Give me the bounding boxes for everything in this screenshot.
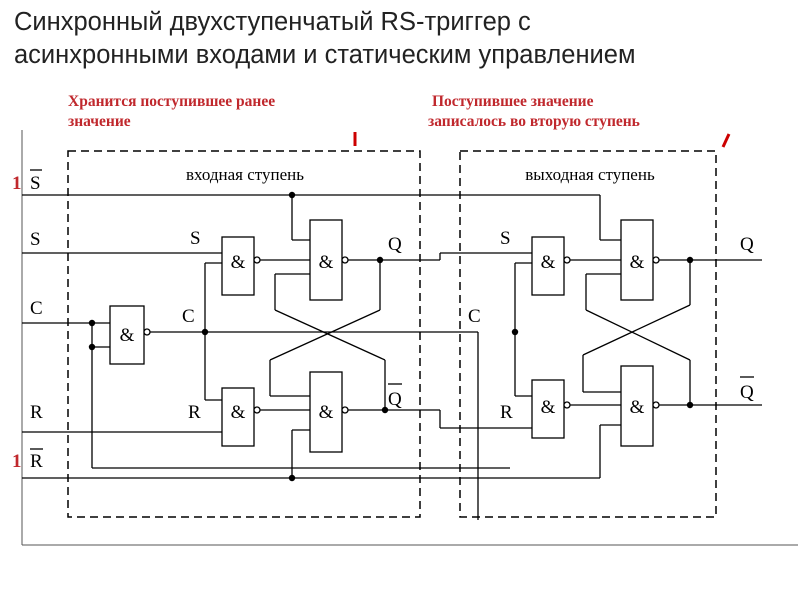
input-c: C [30,298,43,319]
inverter-latch1-top-bubble [341,256,349,264]
inverter-r1-bubble [253,406,261,414]
stage-input-label: входная ступень [186,165,304,184]
marker-right [721,133,731,148]
title-line-2: асинхронными входами и статическим управ… [14,41,636,69]
note-left-line-1: Хранится поступившее ранее [68,93,276,110]
label-c1: C [182,306,195,327]
inverter-clock-bubble [143,328,151,336]
r-bar-level: 1 [12,451,22,472]
note-right: Поступившее значение записалось во втору… [428,92,748,132]
gate-symbol-r1: & [231,402,246,423]
gate-symbol-r2: & [541,397,556,418]
inverter-latch1-bottom-bubble [341,406,349,414]
inverter-r2-bubble [563,401,571,409]
and-gate-r1 [221,387,255,447]
label-q2-bar: Q [740,382,754,403]
stage-output-label: выходная ступень [525,165,655,184]
output-stage-box [459,150,717,518]
input-s: S [30,229,41,250]
and-gate-latch1-bottom [309,371,343,453]
note-left: Хранится поступившее ранее значение [68,92,388,132]
label-c2: C [468,306,481,327]
label-s2: S [500,228,511,249]
and-gate-latch2-top [620,219,654,301]
label-q1-bar: Q [388,389,402,410]
gate-symbol-s2: & [541,252,556,273]
inverter-s2-bubble [563,256,571,264]
label-r1: R [188,402,201,423]
gate-symbol-latch1-top: & [319,252,334,273]
input-s-bar: S [30,173,41,194]
input-r: R [30,402,43,423]
gate-symbol-latch1-bottom: & [319,402,334,423]
s-bar-level: 1 [12,173,22,194]
input-r-bar: R [30,451,43,472]
and-gate-latch2-bottom [620,365,654,447]
note-right-line-2: записалось во вторую ступень [428,113,640,130]
page-title: Синхронный двухступенчатый RS-триггер с … [14,6,794,72]
note-right-line-1: Поступившее значение [432,93,594,110]
and-gate-clock [109,305,145,365]
gate-symbol-s1: & [231,252,246,273]
and-gate-latch1-top [309,219,343,301]
inverter-latch2-bottom-bubble [652,401,660,409]
label-s1: S [190,228,201,249]
gate-symbol-clock: & [120,325,135,346]
gate-symbol-latch2-top: & [630,252,645,273]
title-line-1: Синхронный двухступенчатый RS-триггер с [14,8,531,36]
label-r2: R [500,402,513,423]
and-gate-r2 [531,379,565,439]
inverter-s1-bubble [253,256,261,264]
and-gate-s1 [221,236,255,296]
and-gate-s2 [531,236,565,296]
label-q2: Q [740,234,754,255]
inverter-latch2-top-bubble [652,256,660,264]
note-left-line-2: значение [68,113,131,130]
label-q1: Q [388,234,402,255]
input-stage-box [67,150,421,518]
gate-symbol-latch2-bottom: & [630,397,645,418]
junctions [88,191,694,482]
